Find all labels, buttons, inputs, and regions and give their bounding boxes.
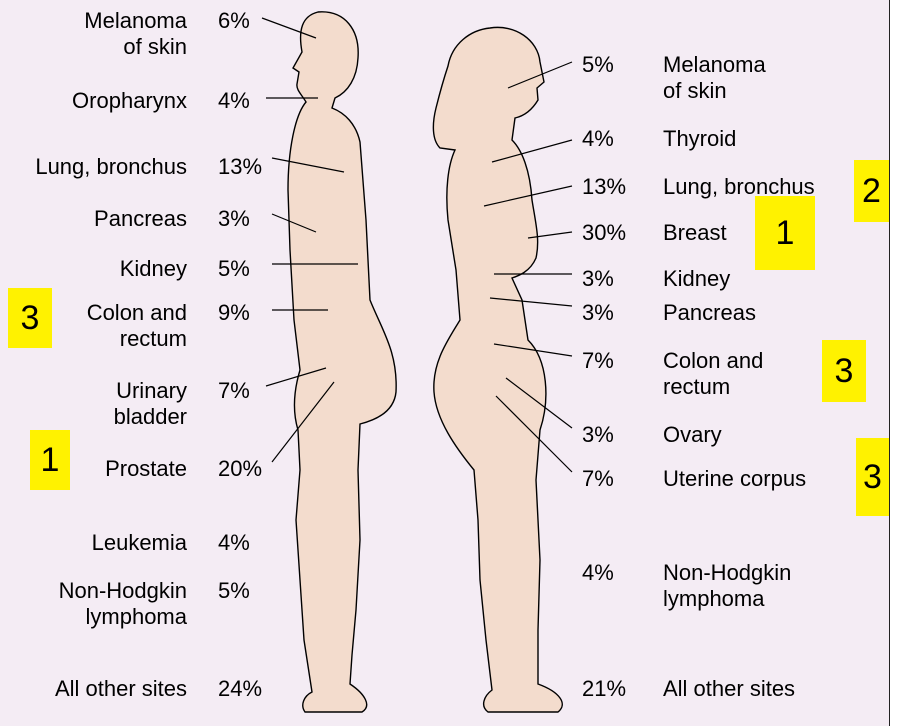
male-prostate-label: Prostate [105, 456, 187, 482]
female-uterine-corpus-percent: 7% [582, 466, 614, 492]
female-body-silhouette [433, 27, 562, 712]
male-kidney-percent: 5% [218, 256, 250, 282]
female-non-hodgkin-percent: 4% [582, 560, 614, 586]
rank-badge-male-prostate: 1 [30, 430, 70, 490]
male-all-other-sites-percent: 24% [218, 676, 262, 702]
female-uterine-corpus-label: Uterine corpus [663, 466, 806, 492]
male-leukemia-percent: 4% [218, 530, 250, 556]
male-pancreas-label: Pancreas [94, 206, 187, 232]
male-oropharynx-label: Oropharynx [72, 88, 187, 114]
female-melanoma-label: Melanoma [663, 52, 766, 78]
female-pancreas-percent: 3% [582, 300, 614, 326]
male-melanoma-label-line2: of skin [123, 34, 187, 60]
female-ovary-label: Ovary [663, 422, 722, 448]
male-all-other-sites-label: All other sites [55, 676, 187, 702]
female-melanoma-label-line2: of skin [663, 78, 727, 104]
female-colon-and-label-line2: rectum [663, 374, 730, 400]
male-prostate-percent: 20% [218, 456, 262, 482]
female-all-other-sites-label: All other sites [663, 676, 795, 702]
female-pancreas-label: Pancreas [663, 300, 756, 326]
male-urinary-label: Urinary [116, 378, 187, 404]
male-oropharynx-percent: 4% [218, 88, 250, 114]
rank-badge-male-colon: 3 [8, 288, 52, 348]
female-colon-and-label: Colon and [663, 348, 763, 374]
rank-badge-female-uterine: 3 [856, 438, 889, 516]
female-non-hodgkin-label: Non-Hodgkin [663, 560, 791, 586]
female-kidney-label: Kidney [663, 266, 730, 292]
male-non-hodgkin-label-line2: lymphoma [86, 604, 187, 630]
female-all-other-sites-percent: 21% [582, 676, 626, 702]
male-non-hodgkin-percent: 5% [218, 578, 250, 604]
female-breast-percent: 30% [582, 220, 626, 246]
male-urinary-percent: 7% [218, 378, 250, 404]
female-melanoma-percent: 5% [582, 52, 614, 78]
female-breast-label: Breast [663, 220, 727, 246]
male-melanoma-label: Melanoma [84, 8, 187, 34]
rank-badge-female-lung: 2 [854, 160, 889, 222]
rank-badge-female-breast: 1 [755, 196, 815, 270]
female-thyroid-percent: 4% [582, 126, 614, 152]
male-body-silhouette [288, 12, 396, 712]
male-colon-and-label: Colon and [87, 300, 187, 326]
male-leukemia-label: Leukemia [92, 530, 187, 556]
male-lung-bronchus-label: Lung, bronchus [35, 154, 187, 180]
male-melanoma-percent: 6% [218, 8, 250, 34]
female-ovary-percent: 3% [582, 422, 614, 448]
male-non-hodgkin-label: Non-Hodgkin [59, 578, 187, 604]
male-urinary-label-line2: bladder [114, 404, 187, 430]
female-non-hodgkin-label-line2: lymphoma [663, 586, 764, 612]
female-lung-bronchus-percent: 13% [582, 174, 626, 200]
female-colon-and-percent: 7% [582, 348, 614, 374]
rank-badge-female-colon: 3 [822, 340, 866, 402]
female-thyroid-label: Thyroid [663, 126, 736, 152]
male-pancreas-percent: 3% [218, 206, 250, 232]
female-kidney-percent: 3% [582, 266, 614, 292]
male-colon-and-percent: 9% [218, 300, 250, 326]
male-colon-and-label-line2: rectum [120, 326, 187, 352]
male-kidney-label: Kidney [120, 256, 187, 282]
male-lung-bronchus-percent: 13% [218, 154, 262, 180]
